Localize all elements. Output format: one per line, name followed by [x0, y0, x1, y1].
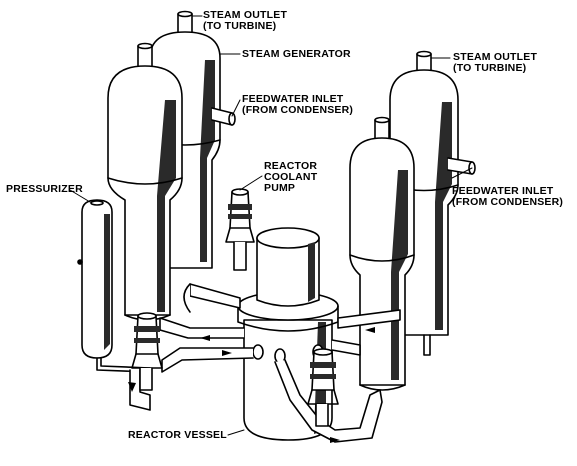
coolant-piping [129, 283, 401, 443]
reactor-coolant-pump-right [307, 348, 339, 427]
reactor-coolant-pump-left [131, 312, 163, 391]
steam-generator-left-front [107, 42, 183, 321]
label-reactor-vessel: REACTOR VESSEL [128, 429, 227, 441]
label-feedwater-inlet-left: FEEDWATER INLET (FROM CONDENSER) [242, 93, 354, 116]
label-steam-outlet-left: STEAM OUTLET (TO TURBINE) [203, 9, 288, 32]
leader-lines [69, 15, 473, 436]
label-reactor-coolant-pump: REACTOR COOLANT PUMP [264, 160, 318, 194]
label-feedwater-inlet-right: FEEDWATER INLET (FROM CONDENSER) [452, 185, 564, 208]
reactor-coolant-pump-upper [225, 188, 255, 271]
label-pressurizer: PRESSURIZER [6, 183, 83, 195]
pressurizer-vessel [77, 199, 151, 373]
flow-arrows [128, 327, 375, 443]
label-steam-generator: STEAM GENERATOR [242, 48, 351, 60]
label-steam-outlet-right: STEAM OUTLET (TO TURBINE) [453, 51, 538, 74]
